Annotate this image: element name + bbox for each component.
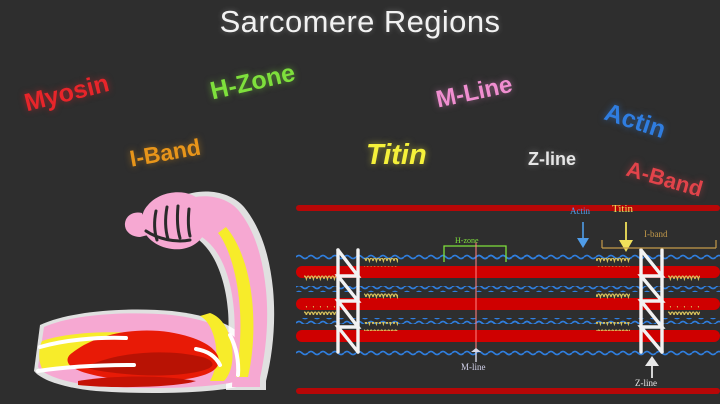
z-line-arrow xyxy=(645,356,659,378)
biceps-muscle xyxy=(67,330,219,388)
label-actin: Actin xyxy=(600,98,670,145)
actin-thin-filaments xyxy=(296,254,720,356)
actin-arrow xyxy=(577,222,589,248)
z-disc-right xyxy=(637,248,666,354)
titin-springs xyxy=(304,258,700,331)
label-titin: Titin xyxy=(366,139,427,171)
label-i-band: I-Band xyxy=(127,133,203,172)
diagram-i-band-label: I-band xyxy=(644,229,668,239)
page-title: Sarcomere Regions xyxy=(219,4,501,39)
label-h-zone: H-Zone xyxy=(207,58,298,106)
label-z-line: Z-line xyxy=(528,149,576,169)
diagram-h-zone-label: H-zone xyxy=(455,236,479,245)
z-disc-left xyxy=(334,248,362,354)
diagram-actin-label: Actin xyxy=(570,206,590,216)
fist-finger-lines xyxy=(144,204,192,243)
label-a-band: A-Band xyxy=(623,156,706,202)
i-band-bracket xyxy=(601,240,717,249)
diagram-z-line-label: Z-line xyxy=(635,378,657,388)
m-line-marker xyxy=(471,242,481,362)
sarcomere-svg xyxy=(296,205,720,394)
label-myosin: Myosin xyxy=(21,69,112,118)
label-m-line: M-Line xyxy=(433,70,515,114)
diagram-titin-label: Titin xyxy=(612,203,634,215)
sarcomere-diagram: H-zone Actin Titin I-band M-line Z-line xyxy=(296,200,720,400)
flexed-arm-illustration xyxy=(30,185,310,400)
myosin-thick-filaments xyxy=(296,205,720,394)
titin-arrow xyxy=(619,222,633,252)
arm-svg xyxy=(34,191,275,393)
tendon-highlights xyxy=(36,333,241,377)
h-zone-bracket xyxy=(443,245,507,262)
diagram-m-line-label: M-line xyxy=(461,362,486,372)
